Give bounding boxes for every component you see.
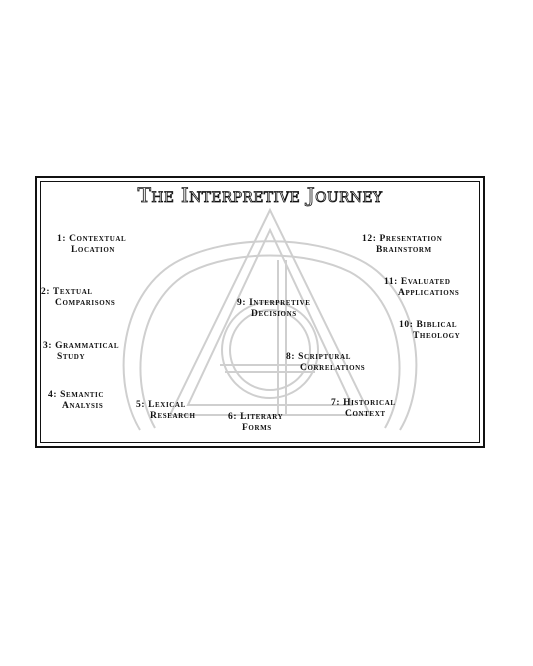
step-10-line1: 10: Biblical xyxy=(399,320,458,330)
step-1-contextual-location: 1: Contextual Location xyxy=(57,234,126,256)
step-5-lexical-research: 5: Lexical Research xyxy=(136,400,196,422)
step-11-line2: Applications xyxy=(398,288,460,298)
watermark-logo xyxy=(122,207,418,431)
step-4-line1: 4: Semantic xyxy=(48,390,105,400)
step-11-evaluated-applications: 11: Evaluated Applications xyxy=(384,277,459,299)
step-4-line2: Analysis xyxy=(62,401,104,411)
inner-frame xyxy=(40,181,480,443)
outer-frame xyxy=(35,176,485,448)
step-12-line2: Brainstorm xyxy=(376,245,432,255)
step-8-line2: Correlations xyxy=(300,363,366,373)
step-1-line2: Location xyxy=(71,245,116,255)
step-6-literary-forms: 6: Literary Forms xyxy=(228,412,283,434)
step-5-line2: Research xyxy=(150,411,196,421)
step-10-line2: Theology xyxy=(413,331,461,341)
step-2-line1: 2: Textual xyxy=(41,287,93,297)
step-9-interpretive-decisions: 9: Interpretive Decisions xyxy=(237,298,311,320)
step-9-line2: Decisions xyxy=(251,309,297,319)
step-3-line2: Study xyxy=(57,352,86,362)
diagram-title: The Interpretive Journey xyxy=(137,183,383,208)
step-2-textual-comparisons: 2: Textual Comparisons xyxy=(41,287,115,309)
step-9-line1: 9: Interpretive xyxy=(237,298,311,308)
step-3-grammatical-study: 3: Grammatical Study xyxy=(43,341,119,363)
step-1-line1: 1: Contextual xyxy=(57,234,127,244)
step-10-biblical-theology: 10: Biblical Theology xyxy=(399,320,460,342)
step-12-presentation-brainstorm: 12: Presentation Brainstorm xyxy=(362,234,442,256)
step-7-line2: Context xyxy=(345,409,386,419)
step-6-line2: Forms xyxy=(242,423,272,433)
step-8-line1: 8: Scriptural xyxy=(286,352,351,362)
step-11-line1: 11: Evaluated xyxy=(384,277,451,287)
step-8-scriptural-correlations: 8: Scriptural Correlations xyxy=(286,352,365,374)
step-6-line1: 6: Literary xyxy=(228,412,284,422)
step-7-line1: 7: Historical xyxy=(331,398,396,408)
step-3-line1: 3: Grammatical xyxy=(43,341,120,351)
step-12-line1: 12: Presentation xyxy=(362,234,443,244)
step-5-line1: 5: Lexical xyxy=(136,400,186,410)
step-2-line2: Comparisons xyxy=(55,298,116,308)
step-7-historical-context: 7: Historical Context xyxy=(331,398,396,420)
step-4-semantic-analysis: 4: Semantic Analysis xyxy=(48,390,104,412)
